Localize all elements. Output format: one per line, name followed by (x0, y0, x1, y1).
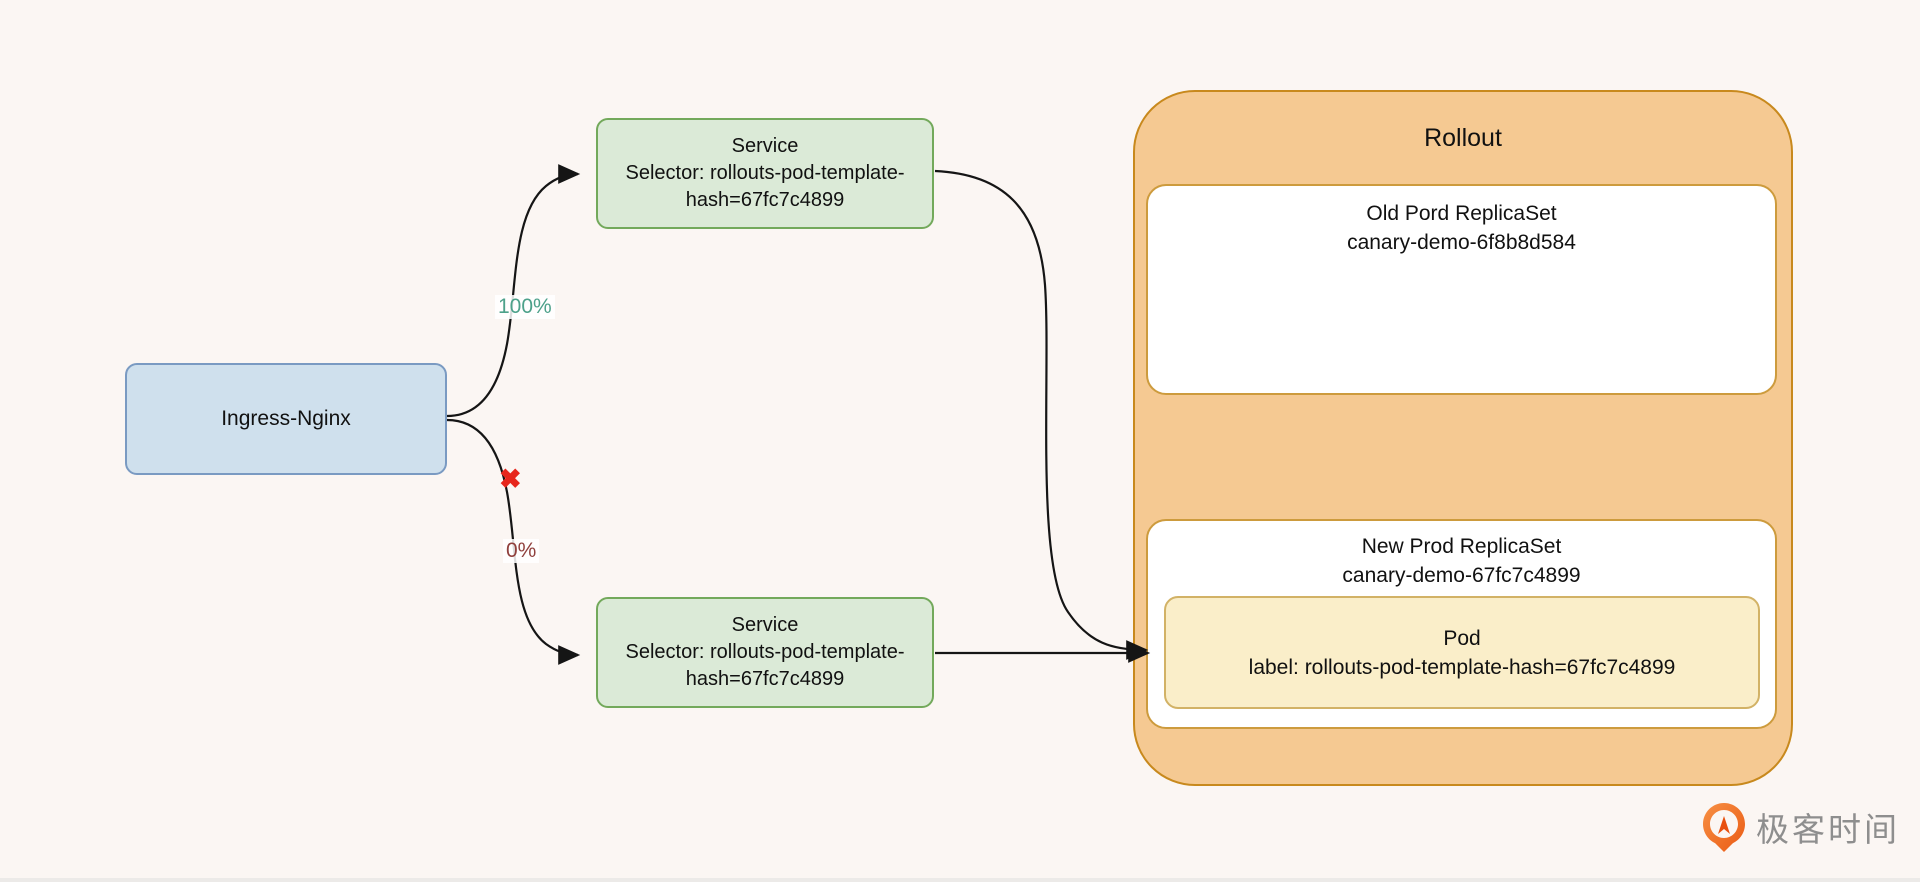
old-replicaset-title: Old Pord ReplicaSet (1366, 202, 1557, 225)
stable-service-selector-line1: Selector: rollouts-pod-template- (625, 641, 905, 663)
old-replicaset-name: canary-demo-6f8b8d584 (1347, 231, 1576, 254)
pod-label: label: rollouts-pod-template-hash=67fc7c… (1248, 655, 1676, 679)
geektime-logo-text: 极客时间 (1756, 811, 1900, 848)
old-replicaset-box: Old Pord ReplicaSet canary-demo-6f8b8d58… (1146, 184, 1777, 395)
window-bottom-edge (0, 878, 1920, 882)
ingress-nginx-label: Ingress-Nginx (221, 407, 351, 430)
stable-weight-label: 0% (503, 539, 540, 563)
geektime-logo-icon (1703, 803, 1745, 852)
canary-weight-label: 100% (495, 295, 555, 319)
new-replicaset-title: New Prod ReplicaSet (1361, 535, 1562, 558)
arrow-canary-service-to-pod (934, 169, 1149, 660)
geektime-logo: 极客时间 (1701, 801, 1900, 853)
canary-service-node: Service Selector: rollouts-pod-template-… (596, 118, 934, 229)
canary-service-title: Service (731, 135, 799, 157)
stable-service-title: Service (731, 614, 799, 636)
arrow-ingress-to-stable-service (446, 418, 581, 665)
new-replicaset-name: canary-demo-67fc7c4899 (1342, 564, 1581, 587)
stable-service-selector-line2: hash=67fc7c4899 (685, 668, 845, 690)
blocked-x-icon: ✖ (499, 464, 522, 494)
pod-title: Pod (1443, 626, 1481, 650)
canary-service-selector-line2: hash=67fc7c4899 (685, 189, 845, 211)
pod-box: Pod label: rollouts-pod-template-hash=67… (1164, 596, 1760, 709)
stable-service-node: Service Selector: rollouts-pod-template-… (596, 597, 934, 708)
canary-service-selector-line1: Selector: rollouts-pod-template- (625, 162, 905, 184)
ingress-nginx-node: Ingress-Nginx (125, 363, 447, 475)
rollout-title: Rollout (1424, 124, 1502, 152)
